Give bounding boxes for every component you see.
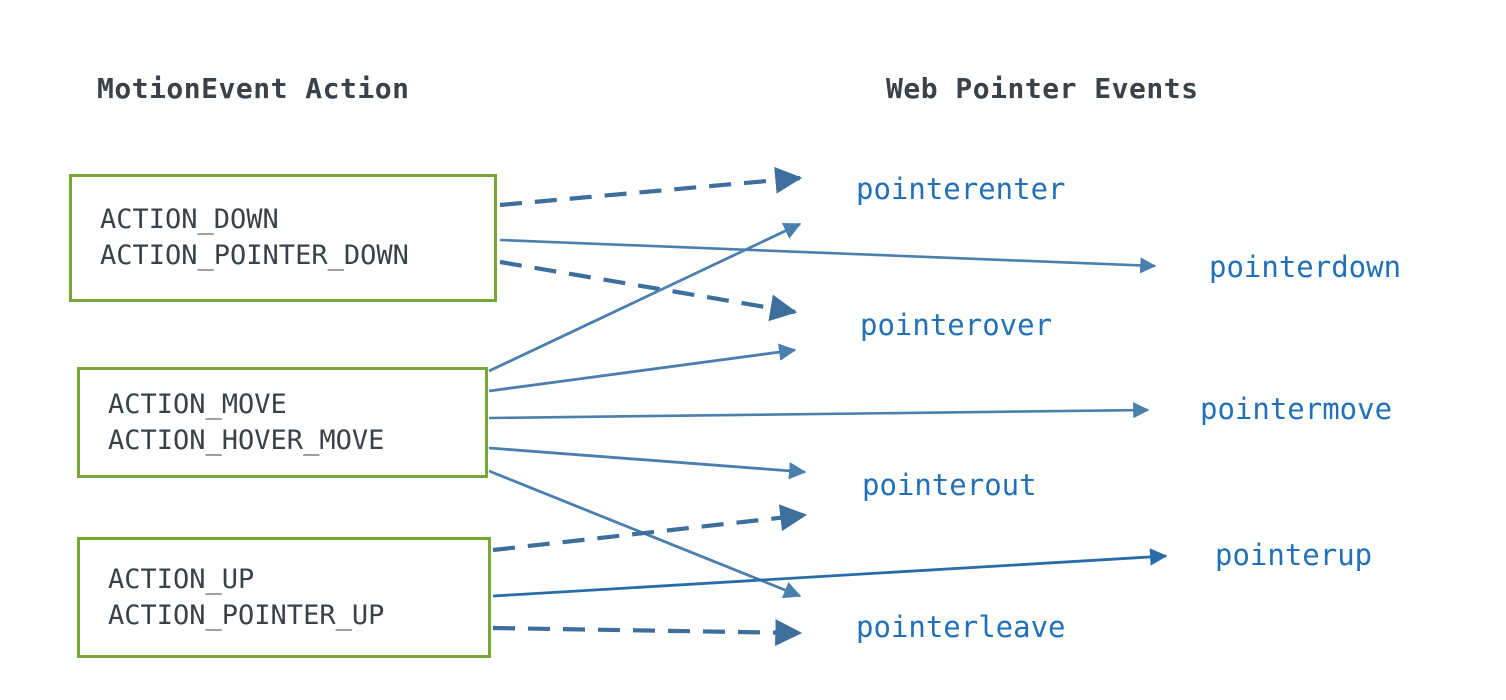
edge-down-to-pointerover xyxy=(499,259,798,322)
action-box-up-line-2: ACTION_POINTER_UP xyxy=(108,599,385,631)
edge-down-to-pointerdown xyxy=(499,238,1157,274)
action-box-move[interactable]: ACTION_MOVE ACTION_HOVER_MOVE xyxy=(77,367,488,478)
action-box-down-line-2: ACTION_POINTER_DOWN xyxy=(100,240,409,271)
action-box-move-line-2: ACTION_HOVER_MOVE xyxy=(108,424,385,456)
edge-up-to-pointerleave xyxy=(492,619,803,647)
column-title-web-pointer-events: Web Pointer Events xyxy=(886,72,1199,105)
action-box-up-line-1: ACTION_UP xyxy=(108,563,255,595)
edge-move-to-pointerout xyxy=(488,446,807,480)
action-box-move-line-1: ACTION_MOVE xyxy=(108,388,287,420)
event-label-pointerenter: pointerenter xyxy=(856,172,1066,206)
action-box-down[interactable]: ACTION_DOWN ACTION_POINTER_DOWN xyxy=(69,174,497,302)
edge-move-to-pointerover xyxy=(488,343,797,393)
edge-move-to-pointermove xyxy=(488,402,1150,420)
edge-up-to-pointerout xyxy=(492,504,808,553)
action-box-down-line-1: ACTION_DOWN xyxy=(100,204,279,236)
edge-up-to-pointerup xyxy=(492,548,1168,598)
event-label-pointermove: pointermove xyxy=(1200,392,1393,426)
event-label-pointerout: pointerout xyxy=(862,468,1037,502)
event-label-pointerdown: pointerdown xyxy=(1209,250,1402,284)
column-title-motionevent: MotionEvent Action xyxy=(97,72,410,105)
event-label-pointerover: pointerover xyxy=(860,308,1053,342)
action-box-up[interactable]: ACTION_UP ACTION_POINTER_UP xyxy=(77,537,491,658)
edge-down-to-pointerenter xyxy=(499,166,803,208)
event-label-pointerup: pointerup xyxy=(1215,538,1373,572)
edge-move-to-pointerenter xyxy=(488,222,802,373)
event-label-pointerleave: pointerleave xyxy=(856,610,1066,644)
